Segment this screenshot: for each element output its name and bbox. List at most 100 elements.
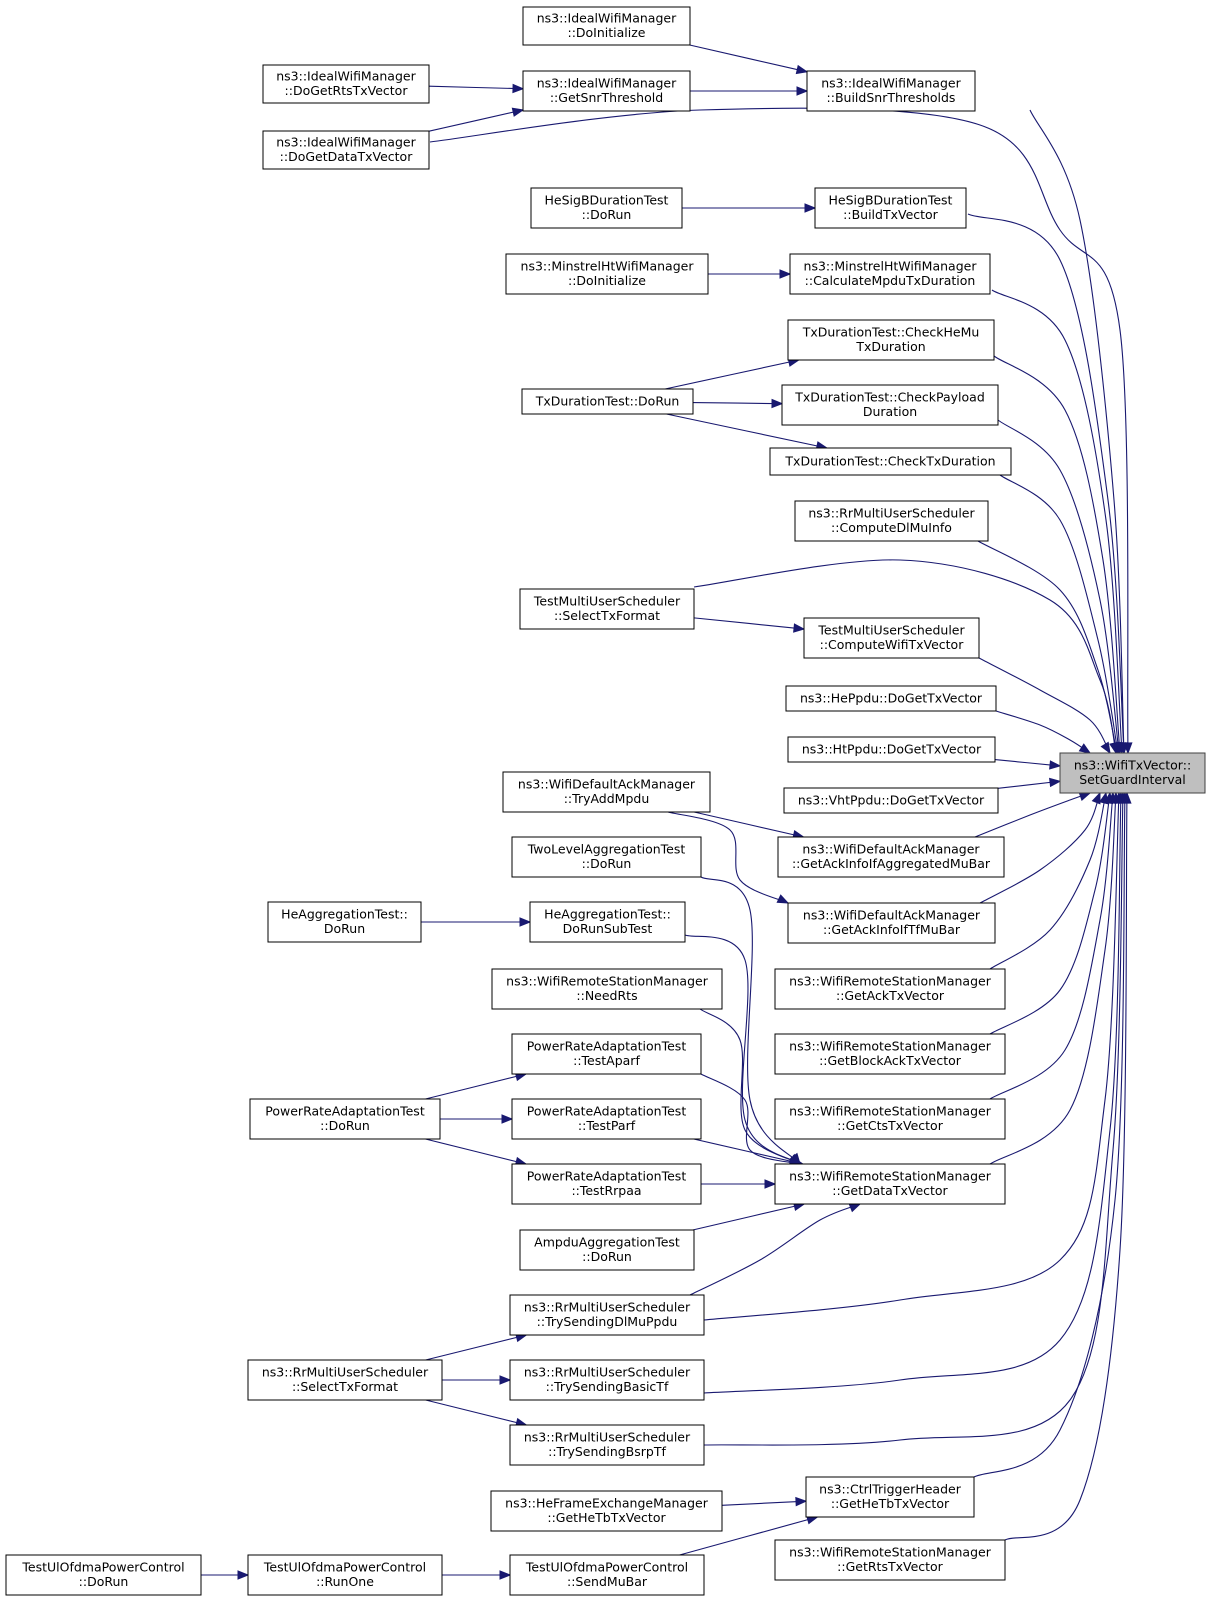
graph-node-prtaparf[interactable]: PowerRateAdaptationTest::TestAparf <box>511 1033 702 1075</box>
edge-tddr-to-chemu <box>665 357 801 390</box>
graph-node-heag[interactable]: HeAggregationTest::DoRun <box>267 901 422 943</box>
graph-node-prtparf[interactable]: PowerRateAdaptationTest::TestParf <box>511 1098 702 1140</box>
graph-node-tddr[interactable]: TxDurationTest::DoRun <box>521 388 694 415</box>
graph-node-wrsdata[interactable]: ns3::WifiRemoteStationManager::GetDataTx… <box>774 1163 1006 1205</box>
graph-node-heagsub[interactable]: HeAggregationTest::DoRunSubTest <box>529 901 686 943</box>
edge-tuodr-to-tuorun <box>200 1570 250 1580</box>
edge-mcalc-to-root <box>991 289 1127 755</box>
edge-line <box>665 359 799 390</box>
graph-node-prtdr[interactable]: PowerRateAdaptationTest::DoRun <box>249 1098 441 1140</box>
node-label-line: ::TrySendingDlMuPpdu <box>537 1314 678 1329</box>
arrowhead-icon <box>501 1114 514 1124</box>
node-box <box>249 1098 441 1140</box>
edge-line <box>425 1073 527 1100</box>
edge-line <box>684 934 801 1165</box>
graph-node-tuorun[interactable]: TestUlOfdmaPowerControl::RunOne <box>247 1554 443 1596</box>
edge-line <box>997 419 1120 754</box>
graph-node-wdtf[interactable]: ns3::WifiDefaultAckManager::GetAckInfoIf… <box>787 902 996 944</box>
graph-node-ctx[interactable]: TxDurationTest::CheckTxDuration <box>769 447 1012 476</box>
node-label-line: ::DoInitialize <box>568 273 646 288</box>
graph-node-rrbsrp[interactable]: ns3::RrMultiUserScheduler::TrySendingBsr… <box>509 1424 705 1466</box>
node-label-line: ns3::HtPpdu::DoGetTxVector <box>802 741 982 756</box>
graph-node-tmcw[interactable]: TestMultiUserScheduler::ComputeWifiTxVec… <box>803 617 980 659</box>
edge-line <box>995 710 1091 754</box>
graph-node-ddata[interactable]: ns3::IdealWifiManager::DoGetDataTxVector <box>262 130 430 170</box>
graph-node-hsbt[interactable]: HeSigBDurationTest::BuildTxVector <box>814 187 967 229</box>
node-box <box>247 1554 443 1596</box>
graph-node-mcalc[interactable]: ns3::MinstrelHtWifiManager::CalculateMpd… <box>789 253 991 295</box>
node-box <box>262 130 430 170</box>
graph-node-idi[interactable]: ns3::IdealWifiManager::DoInitialize <box>522 6 691 46</box>
edge-line <box>1029 109 1125 754</box>
arrowhead-icon <box>764 1179 777 1189</box>
node-box <box>511 1033 702 1075</box>
edge-prtrrpaa-to-wrsdata <box>701 1179 777 1189</box>
edge-line <box>693 559 1117 754</box>
edge-rrsel-to-rrtdl <box>425 1332 528 1361</box>
node-label-line: ns3::WifiTxVector:: <box>1074 758 1191 773</box>
node-box <box>509 1359 705 1401</box>
node-label-line: ns3::WifiRemoteStationManager <box>789 974 992 989</box>
edge-line <box>693 811 804 838</box>
graph-node-wdagg[interactable]: ns3::WifiDefaultAckManager::GetAckInfoIf… <box>777 836 1005 878</box>
edge-line <box>989 792 1117 1165</box>
graph-node-wrsneed[interactable]: ns3::WifiRemoteStationManager::NeedRts <box>491 968 723 1010</box>
edge-prtdr-to-prtrrpaa <box>425 1138 528 1167</box>
graph-node-tuosend[interactable]: TestUlOfdmaPowerControl::SendMuBar <box>509 1554 705 1596</box>
graph-node-wrsrts[interactable]: ns3::WifiRemoteStationManager::GetRtsTxV… <box>774 1539 1006 1581</box>
graph-node-rrdl[interactable]: ns3::RrMultiUserScheduler::ComputeDlMuIn… <box>794 500 989 542</box>
graph-node-hefem[interactable]: ns3::HeFrameExchangeManager::GetHeTbTxVe… <box>490 1490 723 1532</box>
node-label-line: ns3::IdealWifiManager <box>276 69 416 84</box>
arrowhead-icon <box>795 64 809 75</box>
edge-line <box>993 355 1121 754</box>
edge-idi-to-bst <box>689 44 809 75</box>
node-label-line: ::NeedRts <box>576 988 637 1003</box>
node-label-line: ::TestRrpaa <box>571 1183 641 1198</box>
graph-node-root[interactable]: ns3::WifiTxVector::SetGuardInterval <box>1059 752 1206 794</box>
graph-node-ampdu[interactable]: AmpduAggregationTest::DoRun <box>519 1229 695 1271</box>
edge-line <box>429 107 1129 754</box>
node-label-line: TestMultiUserScheduler <box>817 623 965 638</box>
graph-node-cthe[interactable]: ns3::CtrlTriggerHeader::GetHeTbTxVector <box>805 1476 975 1518</box>
node-box <box>511 836 702 878</box>
node-label-line: ::BuildTxVector <box>843 207 939 222</box>
node-box <box>774 1033 1006 1075</box>
graph-node-heppdu[interactable]: ns3::HePpdu::DoGetTxVector <box>785 685 997 712</box>
graph-node-tlag[interactable]: TwoLevelAggregationTest::DoRun <box>511 836 702 878</box>
edge-line <box>979 792 1101 904</box>
graph-node-gst[interactable]: ns3::IdealWifiManager::GetSnrThreshold <box>522 70 691 112</box>
graph-node-htppdu[interactable]: ns3::HtPpdu::DoGetTxVector <box>787 736 996 763</box>
node-box <box>783 787 999 814</box>
edge-wdtry-to-wdagg <box>693 811 805 840</box>
node-box <box>262 64 430 104</box>
node-label-line: HeSigBDurationTest <box>829 193 953 208</box>
graph-node-prtrrpaa[interactable]: PowerRateAdaptationTest::TestRrpaa <box>511 1163 702 1205</box>
edge-ddata-to-gst <box>428 107 525 132</box>
graph-node-wdtry[interactable]: ns3::WifiDefaultAckManager::TryAddMpdu <box>502 771 711 813</box>
node-box <box>774 968 1006 1010</box>
graph-node-drts[interactable]: ns3::IdealWifiManager::DoGetRtsTxVector <box>262 64 430 104</box>
graph-node-hsdr[interactable]: HeSigBDurationTest::DoRun <box>530 187 683 229</box>
edge-line <box>428 109 524 132</box>
graph-node-wrsback[interactable]: ns3::WifiRemoteStationManager::GetBlockA… <box>774 1033 1006 1075</box>
node-label-line: TxDurationTest::CheckHeMu <box>802 325 980 340</box>
edge-hefem-to-cthe <box>721 1496 808 1507</box>
graph-node-tmsel[interactable]: TestMultiUserScheduler::SelectTxFormat <box>519 588 695 630</box>
graph-node-mdi[interactable]: ns3::MinstrelHtWifiManager::DoInitialize <box>505 253 709 295</box>
node-box <box>769 447 1012 476</box>
edge-drts-to-gst <box>428 83 525 94</box>
edge-cpay-to-root <box>997 419 1123 755</box>
graph-node-vhtppdu[interactable]: ns3::VhtPpdu::DoGetTxVector <box>783 787 999 814</box>
graph-node-rrsel[interactable]: ns3::RrMultiUserScheduler::SelectTxForma… <box>247 1359 443 1401</box>
graph-node-wrsack[interactable]: ns3::WifiRemoteStationManager::GetAckTxV… <box>774 968 1006 1010</box>
graph-node-rrbasic[interactable]: ns3::RrMultiUserScheduler::TrySendingBas… <box>509 1359 705 1401</box>
edge-line <box>425 1138 527 1165</box>
graph-node-bst[interactable]: ns3::IdealWifiManager::BuildSnrThreshold… <box>806 70 976 112</box>
call-edges <box>200 44 1133 1580</box>
node-label-line: ::GetHeTbTxVector <box>547 1510 666 1525</box>
graph-node-tuodr[interactable]: TestUlOfdmaPowerControl::DoRun <box>5 1554 202 1596</box>
graph-node-wrscts[interactable]: ns3::WifiRemoteStationManager::GetCtsTxV… <box>774 1098 1006 1140</box>
graph-node-rrtdl[interactable]: ns3::RrMultiUserScheduler::TrySendingDlM… <box>509 1294 705 1336</box>
